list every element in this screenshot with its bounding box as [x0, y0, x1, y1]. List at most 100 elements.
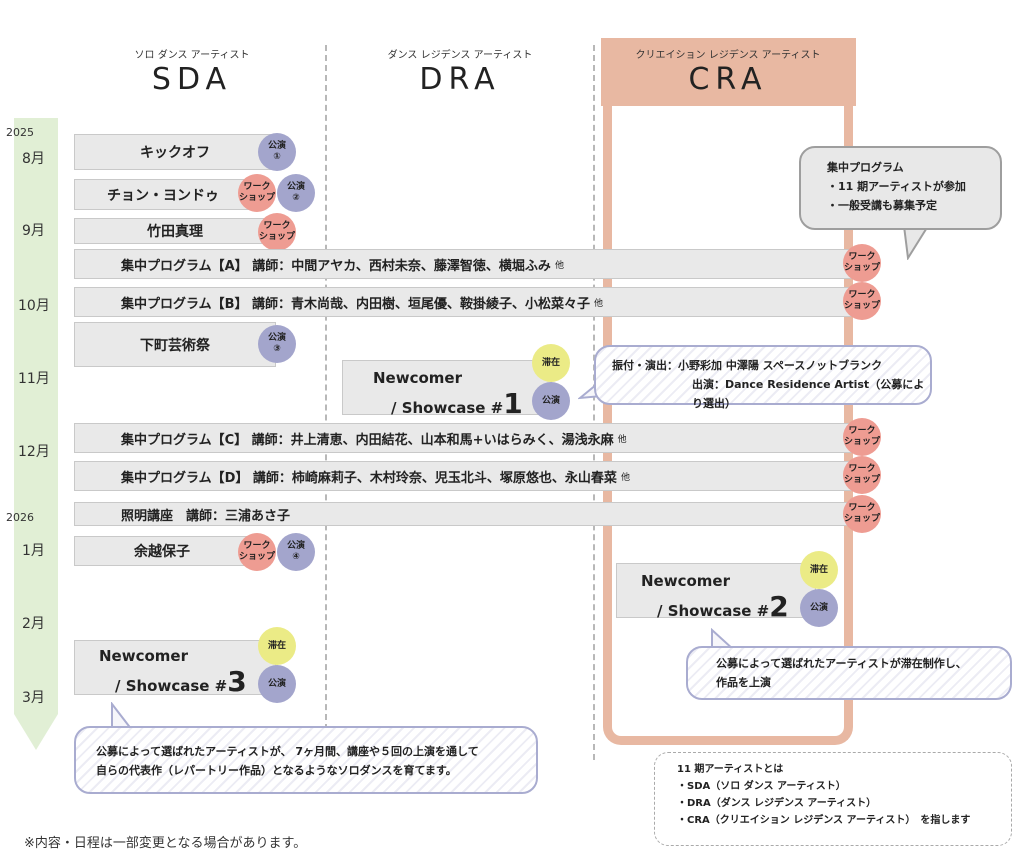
program-label: 集中プログラム【C】 講師：井上清恵、内田結花、山本和馬+いはらみく、湯浅永麻: [121, 432, 614, 448]
event-label: キックオフ: [140, 145, 210, 161]
showcase-label: / Showcase #: [657, 602, 770, 620]
intensive-callout-tail: [902, 226, 930, 260]
event-label: チョン・ヨンドゥ: [107, 187, 219, 204]
badge-label: 公演: [541, 395, 560, 406]
event-shitamachi: 下町芸術祭: [74, 322, 276, 367]
cra-subtitle: クリエイション レジデンス アーティスト: [635, 50, 821, 61]
badge-label: 滞在: [541, 357, 560, 368]
program-etc: 他: [594, 298, 604, 309]
badge-label: ワーク: [263, 221, 291, 231]
badge-label: 公演: [286, 182, 305, 192]
workshop-badge: ワーク ショップ: [258, 213, 296, 251]
badge-label: ワーク: [243, 182, 271, 192]
showcase-subtitle: / Showcase #1: [391, 387, 523, 420]
legend-title: 11 期アーティストとは: [677, 764, 784, 775]
showcase-title: Newcomer: [99, 647, 188, 665]
badge-label: 公演: [286, 541, 305, 551]
workshop-badge: ワーク ショップ: [843, 282, 881, 320]
showcase-title: Newcomer: [641, 572, 730, 590]
month-label: 9月: [22, 223, 45, 239]
dra-subtitle: ダンス レジデンス アーティスト: [387, 50, 533, 61]
showcase-3: Newcomer / Showcase #3: [74, 640, 276, 698]
event-kickoff: キックオフ: [74, 134, 276, 170]
year-label-2025: 2025: [6, 126, 34, 139]
event-yogoshi: 余越保子: [74, 536, 250, 566]
event-label: 竹田真理: [147, 224, 203, 240]
badge-label: 公演: [267, 333, 286, 343]
performance-badge: 公演: [532, 382, 570, 420]
performance-badge: 公演: [258, 665, 296, 703]
legend-line: ・SDA（ソロ ダンス アーティスト）: [677, 781, 846, 792]
program-label: 集中プログラム【B】 講師：青木尚哉、内田樹、垣尾優、鞍掛綾子、小松菜々子: [121, 296, 591, 312]
program-label: 集中プログラム【D】 講師：柿崎麻莉子、木村玲奈、児玉北斗、塚原悠也、永山春菜: [121, 470, 617, 486]
sda-description-note: 公募によって選ばれたアーティストが、 7ヶ月間、講座や５回の上演を通して 自らの…: [74, 726, 538, 794]
event-label: 下町芸術祭: [140, 337, 210, 354]
badge-number: ①: [273, 152, 281, 162]
residency-badge: 滞在: [532, 344, 570, 382]
showcase-subtitle: / Showcase #2: [657, 590, 789, 623]
event-label: 余越保子: [134, 544, 190, 560]
program-d: 集中プログラム【D】 講師：柿崎麻莉子、木村玲奈、児玉北斗、塚原悠也、永山春菜 …: [74, 461, 864, 491]
badge-label: ショップ: [238, 552, 275, 562]
note-line: 集中プログラム: [827, 161, 904, 174]
month-label: 10月: [18, 298, 50, 314]
workshop-badge: ワーク ショップ: [843, 418, 881, 456]
badge-label: ワーク: [848, 290, 876, 300]
performance-badge: 公演 ②: [277, 174, 315, 212]
lighting-lecture: 照明講座 講師：三浦あさ子: [74, 502, 864, 526]
performance-badge: 公演 ③: [258, 325, 296, 363]
residency-badge: 滞在: [258, 627, 296, 665]
badge-label: ワーク: [848, 464, 876, 474]
sda-title: SDA: [151, 62, 233, 97]
badge-label: 公演: [267, 141, 286, 151]
note-line: 自らの代表作（レパートリー作品）となるようなソロダンスを育てます。: [96, 764, 457, 777]
month-label: 11月: [18, 371, 50, 387]
sda-subtitle: ソロ ダンス アーティスト: [134, 50, 250, 61]
badge-label: ショップ: [843, 263, 880, 273]
program-c: 集中プログラム【C】 講師：井上清恵、内田結花、山本和馬+いはらみく、湯浅永麻 …: [74, 423, 864, 453]
note-line: 公募によって選ばれたアーティストが滞在制作し、: [716, 657, 967, 670]
badge-label: ショップ: [843, 437, 880, 447]
showcase-number: 1: [503, 387, 523, 420]
badge-label: 公演: [267, 678, 286, 689]
year-label-2026: 2026: [6, 511, 34, 524]
program-label: 照明講座 講師：三浦あさ子: [121, 508, 291, 524]
showcase-title: Newcomer: [373, 369, 462, 387]
month-label: 8月: [22, 151, 45, 167]
month-label: 2月: [22, 616, 45, 632]
workshop-badge: ワーク ショップ: [238, 174, 276, 212]
cra-title: CRA: [688, 62, 768, 97]
showcase-number: 3: [227, 665, 247, 698]
month-label: 12月: [18, 444, 50, 460]
legend-line: ・CRA（クリエイション レジデンス アーティスト） を指します: [677, 815, 971, 826]
note-line: 公募によって選ばれたアーティストが、 7ヶ月間、講座や５回の上演を通して: [96, 745, 479, 758]
badge-label: ワーク: [848, 252, 876, 262]
intensive-program-note: 集中プログラム ・11 期アーティストが参加 ・一般受講も募集予定: [799, 146, 1002, 230]
month-label: 3月: [22, 690, 45, 706]
event-jeong: チョン・ヨンドゥ: [74, 179, 252, 210]
workshop-badge: ワーク ショップ: [843, 456, 881, 494]
showcase2-note: 公募によって選ばれたアーティストが滞在制作し、 作品を上演: [686, 646, 1012, 700]
column-divider-2: [593, 45, 595, 760]
event-takeda: 竹田真理: [74, 218, 276, 244]
performance-badge: 公演 ④: [277, 533, 315, 571]
performance-badge: 公演 ①: [258, 133, 296, 171]
badge-label: ショップ: [843, 301, 880, 311]
workshop-badge: ワーク ショップ: [238, 533, 276, 571]
workshop-badge: ワーク ショップ: [843, 495, 881, 533]
showcase-label: / Showcase #: [391, 399, 504, 417]
timeline-arrow: [14, 118, 58, 714]
badge-label: ショップ: [843, 514, 880, 524]
showcase-number: 2: [769, 590, 789, 623]
program-a: 集中プログラム【A】 講師：中間アヤカ、西村未奈、藤澤智徳、横堀ふみ 他: [74, 249, 864, 279]
badge-label: ワーク: [243, 541, 271, 551]
legend-line: ・DRA（ダンス レジデンス アーティスト）: [677, 798, 877, 809]
badge-label: 滞在: [267, 640, 286, 651]
note-line: ・一般受講も募集予定: [827, 199, 937, 212]
showcase-subtitle: / Showcase #3: [115, 665, 247, 698]
showcase-1: Newcomer / Showcase #1: [342, 360, 552, 420]
timeline-arrow-tip: [14, 714, 58, 750]
showcase-label: / Showcase #: [115, 677, 228, 695]
program-etc: 他: [617, 434, 627, 445]
showcase-2: Newcomer / Showcase #2: [616, 563, 816, 623]
